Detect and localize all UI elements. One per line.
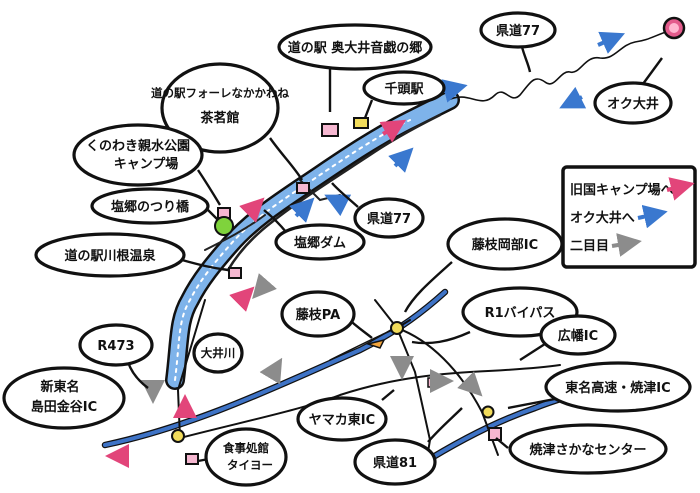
label-kendo77-top: 県道77 <box>496 23 540 39</box>
callout-fujieda-okabe-ic: 藤枝岡部IC <box>446 217 564 271</box>
legend-pink-arrow <box>666 177 695 201</box>
label-tomei-yaizu: 東名高速・焼津IC <box>565 380 670 396</box>
label-kendo81: 県道81 <box>373 455 417 471</box>
shimada-kanaya-junction-dot <box>171 429 185 443</box>
callout-hirohata-ic: 広幡IC <box>539 314 617 356</box>
label-fujieda-okabe-ic: 藤枝岡部IC <box>472 237 538 253</box>
callout-yaizu-fish-center: 焼津さかなセンター <box>508 423 668 475</box>
legend-item-nimoku: 二目目 <box>570 239 609 254</box>
callout-shin-tomei: 新東名 島田金谷IC <box>2 366 126 430</box>
label-shin-tomei-1: 新東名 <box>40 379 79 395</box>
michi-forest-marker <box>296 182 310 194</box>
callout-okuoi: オク大井 <box>593 81 673 125</box>
legend-item-okuoi: オク大井へ <box>570 210 635 226</box>
michi-otogi-marker <box>321 123 339 137</box>
label-r473: R473 <box>97 339 134 354</box>
label-oigawa: 大井川 <box>201 346 236 360</box>
callout-pointers <box>126 37 663 463</box>
label-senzu-station: 千頭駅 <box>384 81 424 97</box>
label-fujieda-pa: 藤枝PA <box>296 307 340 323</box>
yaizu-fish-center-marker <box>488 427 502 441</box>
callout-shiogo-bridge: 塩郷のつり橋 <box>90 187 210 225</box>
callout-senzu-station: 千頭駅 <box>362 70 446 106</box>
label-shin-tomei-2: 島田金谷IC <box>31 399 97 415</box>
callout-r473: R473 <box>78 323 154 367</box>
label-hirohata-ic: 広幡IC <box>558 328 598 344</box>
label-kawane-onsen: 道の駅川根温泉 <box>64 248 156 264</box>
callout-kawane-onsen: 道の駅川根温泉 <box>34 232 186 278</box>
label-shiogo-dam: 塩郷ダム <box>294 235 346 251</box>
fujieda-pa-marker <box>365 338 386 349</box>
kawane-onsen-marker <box>228 267 242 279</box>
callout-restaurant: 食事処館 タイヨー <box>204 427 288 487</box>
legend-item-camp: 旧国キャンプ場へ <box>570 182 674 198</box>
callout-yamaka-east-ic: ヤマカ東IC <box>296 396 388 442</box>
route-arrows <box>105 31 625 468</box>
yaizu-junction-dot <box>481 405 495 419</box>
label-michi-forest: 道の駅フォーレなかかわね <box>151 86 289 100</box>
callout-michi-otogi: 道の駅 奥大井音戯の郷 <box>277 23 433 71</box>
callout-kendo77-top: 県道77 <box>479 11 557 49</box>
label-r1-bypass: R1バイパス <box>485 306 556 321</box>
callout-tomei-yaizu: 東名高速・焼津IC <box>544 361 692 413</box>
okuoi-destination-marker-inner <box>669 23 679 33</box>
callout-kendo77-mid: 県道77 <box>353 197 425 239</box>
callout-shiogo-dam: 塩郷ダム <box>274 223 366 261</box>
label-okuoi: オク大井 <box>607 96 659 112</box>
legend-gray-arrow <box>611 233 642 257</box>
senzu-station-marker <box>353 117 369 129</box>
shin-tomei-expressway <box>101 288 449 449</box>
callout-oigawa: 大井川 <box>192 332 244 374</box>
label-kendo77-mid: 県道77 <box>367 211 411 227</box>
label-shiogo-bridge: 塩郷のつり橋 <box>111 199 190 215</box>
callout-fujieda-pa: 藤枝PA <box>280 290 356 338</box>
callout-kendo81: 県道81 <box>353 438 437 486</box>
label-yamaka-east-ic: ヤマカ東IC <box>309 412 375 428</box>
legend: 旧国キャンプ場へ オク大井へ 二目目 <box>561 165 697 269</box>
label-yaizu-fish-center: 焼津さかなセンター <box>529 442 646 458</box>
callout-michi-forest: 道の駅フォーレなかかわね 茶茗館 <box>151 62 289 154</box>
okuoi-route-line <box>447 29 673 102</box>
shiogo-bridge-marker <box>214 216 234 236</box>
label-kunowaki-camp-2: キャンプ場 <box>114 156 179 172</box>
label-kunowaki-camp-1: くのわき親水公園 <box>86 138 190 154</box>
label-restaurant-1: 食事処館 <box>223 441 269 455</box>
callout-kunowaki-camp: くのわき親水公園 キャンプ場 <box>72 123 204 187</box>
label-chakirikan: 茶茗館 <box>200 110 239 126</box>
oi-river <box>165 90 460 390</box>
restaurant-marker <box>185 453 199 465</box>
label-restaurant-2: タイヨー <box>227 458 273 472</box>
fujieda-okabe-junction-dot <box>390 321 404 335</box>
label-michi-otogi: 道の駅 奥大井音戯の郷 <box>288 40 423 56</box>
legend-blue-arrow <box>637 204 668 229</box>
